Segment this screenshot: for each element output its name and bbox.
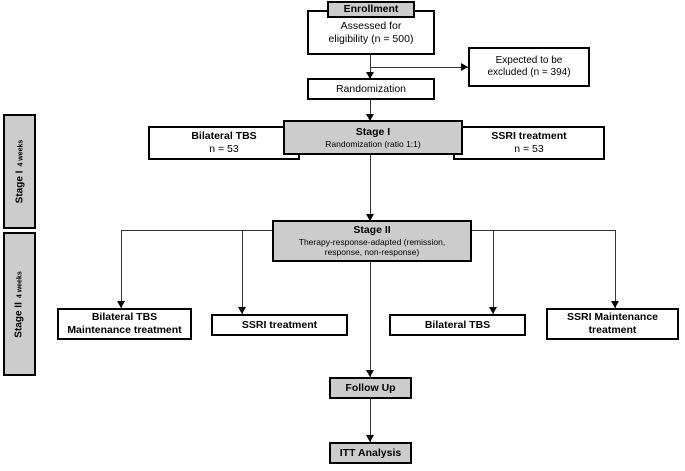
stage1-arm-ssri-box: SSRI treatment n = 53 (453, 126, 605, 160)
arm2-tbs-line-1: Bilateral TBS (424, 318, 491, 331)
connector-randomization-to-stage1 (370, 100, 371, 120)
arrowhead-arm3 (489, 307, 497, 314)
stage2-box: Stage II Therapy-response-adapted (remis… (272, 220, 472, 262)
follow-up-box: Follow Up (329, 377, 412, 399)
stage2-arm-ssri-box: SSRI treatment (211, 314, 348, 336)
connector-followup-to-itt (370, 399, 371, 442)
stage-1-rail-sublabel: 4 weeks (17, 139, 24, 167)
connector-stage2-bus-right (471, 230, 616, 231)
arrowhead-arm1 (117, 301, 125, 308)
arm2-ssri-line-1: SSRI treatment (241, 318, 318, 331)
arm2-ssri-maint-line-1: SSRI Maintenance (566, 311, 659, 324)
follow-up-label: Follow Up (345, 381, 396, 394)
stage-2-rail-label: Stage II (14, 301, 25, 338)
arrowhead-randomization (366, 72, 374, 79)
expected-excluded-box: Expected to be excluded (n = 394) (468, 47, 590, 87)
connector-drop-arm2 (242, 230, 243, 314)
stage1-arm-ssri-line-1: SSRI treatment (491, 130, 567, 143)
randomization-label: Randomization (335, 82, 407, 95)
arm2-tbs-maint-line-1: Bilateral TBS (91, 311, 158, 324)
stage1-arm-bilateral-tbs-box: Bilateral TBS n = 53 (148, 126, 300, 160)
stage1-arm-tbs-line-1: Bilateral TBS (191, 130, 257, 143)
stage2-arm-tbs-box: Bilateral TBS (389, 314, 526, 336)
connector-assessed-to-excluded (370, 67, 468, 68)
connector-drop-arm1 (121, 230, 122, 308)
enrollment-header-box: Enrollment (327, 1, 415, 18)
stage2-subtitle-line-2: response, non-response) (324, 247, 420, 258)
stage2-arm-tbs-maintenance-box: Bilateral TBS Maintenance treatment (57, 308, 192, 340)
arrowhead-itt (366, 435, 374, 442)
stage-1-rail-text: Stage I 4 weeks (14, 140, 25, 204)
arrowhead-arm4 (611, 301, 619, 308)
stage2-arm-ssri-maintenance-box: SSRI Maintenance treatment (546, 308, 679, 340)
stage1-arm-tbs-line-2: n = 53 (209, 143, 239, 155)
arrowhead-stage2 (366, 214, 374, 221)
stage-1-rail-label: Stage I (14, 170, 25, 204)
itt-analysis-box: ITT Analysis (329, 442, 412, 464)
randomization-box: Randomization (307, 78, 435, 100)
arrowhead-arm2 (238, 307, 246, 314)
connector-stage2-bus-left (121, 230, 273, 231)
arrowhead-excluded (461, 63, 468, 71)
stage-1-rail: Stage I 4 weeks (3, 114, 36, 229)
stage2-subtitle-line-1: Therapy-response-adapted (remission, (298, 237, 446, 248)
arm2-ssri-maint-line-2: treatment (588, 324, 637, 336)
enrollment-label: Enrollment (343, 3, 399, 16)
connector-stage1-to-stage2 (370, 155, 371, 221)
excluded-line-1: Expected to be (495, 54, 563, 66)
excluded-line-2: excluded (n = 394) (487, 67, 571, 78)
connector-drop-arm4 (615, 230, 616, 308)
arrowhead-stage1 (366, 114, 374, 121)
arm2-tbs-maint-line-2: Maintenance treatment (67, 324, 182, 336)
connector-drop-arm3 (493, 230, 494, 314)
stage-2-rail: Stage II 4 weeks (3, 232, 36, 376)
stage2-title: Stage II (353, 224, 391, 237)
stage-2-rail-sublabel: 4 weeks (17, 270, 24, 298)
assessed-line-2: eligibility (n = 500) (328, 32, 414, 45)
connector-assessed-to-randomization (370, 55, 371, 78)
assessed-line-1: Assessed for (340, 19, 402, 32)
connector-stage2-to-followup (370, 262, 371, 377)
stage1-box: Stage I Randomization (ratio 1:1) (283, 120, 463, 155)
stage1-subtitle: Randomization (ratio 1:1) (325, 138, 421, 149)
stage1-arm-ssri-line-2: n = 53 (514, 143, 544, 155)
arrowhead-followup (366, 370, 374, 377)
stage1-title: Stage I (355, 125, 391, 138)
stage-2-rail-text: Stage II 4 weeks (14, 271, 25, 337)
itt-analysis-label: ITT Analysis (339, 446, 402, 459)
